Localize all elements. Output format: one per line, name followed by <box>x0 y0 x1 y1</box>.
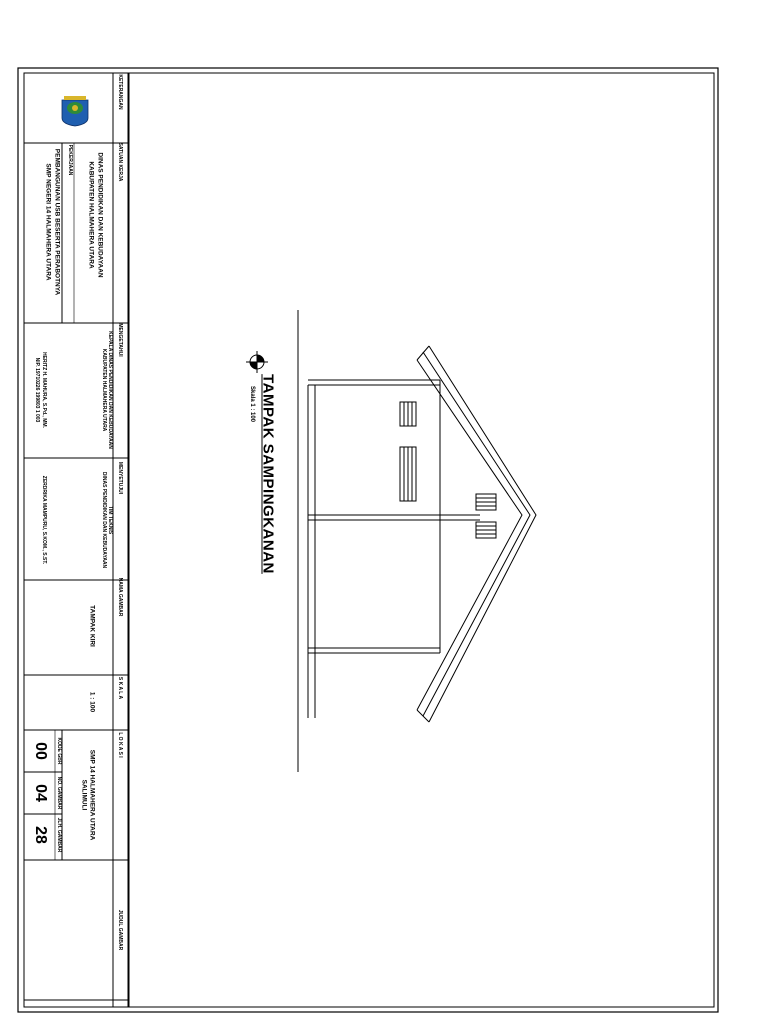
satuan-kerja-label: SATUAN KERJA <box>117 142 123 182</box>
regency-logo <box>61 96 89 127</box>
menyetujui-line1: TIM TEKNIS <box>107 505 113 535</box>
pekerjaan-line1: PEMBANGUNAN USB BESERTA PERABOTNYA <box>53 148 61 296</box>
mengetahui-line1: KEPALA DINAS PENDIDIKAN DAN KEBUDAYAAN <box>107 331 113 449</box>
jml-gambar-label: JLH. GAMBAR <box>56 817 62 853</box>
pekerjaan-line2: SMP NEGERI 14 HALMAHERA UTARA <box>44 163 52 281</box>
skala-label: S K A L A <box>117 676 123 700</box>
menyetujui-label: MENYETUJUI <box>117 461 123 495</box>
nama-gambar-value: TAMPAK KIRI <box>88 605 96 647</box>
no-gambar-value: 04 <box>32 784 49 802</box>
no-gambar-label: NO. GAMBAR <box>56 776 62 810</box>
menyetujui-name: ZERDRIKA MAMPURU, S.KOM., S.ST. <box>41 475 47 565</box>
mengetahui-nip: NIP. 19710226 199803 1 003 <box>34 357 40 423</box>
nama-gambar-label: NAMA GAMBAR <box>117 577 123 617</box>
drawing-title: TAMPAK SAMPINGKANAN <box>259 374 277 574</box>
satuan-kerja-line2: KABUPATEN HALMAHERA UTARA <box>87 161 95 269</box>
satuan-kerja-line1: DINAS PENDIDIKAN DAN KEBUDAYAAN <box>96 152 104 278</box>
lokasi-line1: SMP 14 HALMAHERA UTARA <box>88 749 96 841</box>
pekerjaan-label: PEKERJAAN <box>67 144 73 176</box>
skala-value: 1 : 100 <box>88 691 96 713</box>
jml-gambar-value: 28 <box>32 826 49 844</box>
kode-gbr-value: 00 <box>32 742 49 760</box>
mengetahui-label: MENGETAHUI <box>117 323 123 357</box>
judul-gambar-label: JUDUL GAMBAR <box>117 909 123 951</box>
keterangan-label: KETERANGAN <box>117 74 123 110</box>
mengetahui-line2: KABUPATEN HALMAHERA UTARA <box>101 348 107 432</box>
lokasi-line2: SALIMULI <box>80 779 88 811</box>
kode-gbr-label: KODE GBR <box>56 737 62 765</box>
menyetujui-line2: DINAS PENDIDIKAN DAN KEBUDAYAAN <box>101 471 107 569</box>
drawing-scale: Skala 1 : 100 <box>249 385 255 423</box>
lokasi-label: L O K A S I <box>117 732 123 758</box>
section-symbol <box>246 351 268 373</box>
mengetahui-name: HERITZ H. MAHURA, S.Pd., MM. <box>41 352 47 428</box>
